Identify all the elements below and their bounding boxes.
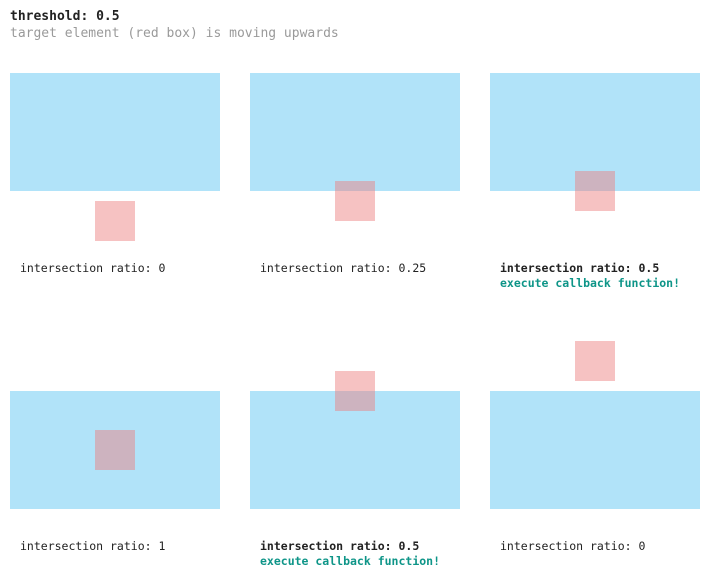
ratio-text: intersection ratio: 1	[20, 539, 166, 553]
panel-1: intersection ratio: 0	[10, 73, 230, 283]
target-box	[575, 171, 615, 211]
callback-text: execute callback function!	[260, 554, 441, 568]
ratio-caption: intersection ratio: 0.25	[260, 261, 426, 276]
threshold-title: threshold: 0.5	[10, 9, 120, 24]
panel-4: intersection ratio: 1	[10, 341, 230, 561]
root-box	[10, 73, 220, 191]
ratio-text: intersection ratio: 0.25	[260, 261, 427, 275]
ratio-text: intersection ratio: 0	[500, 539, 646, 553]
root-box	[250, 391, 460, 509]
diagram-subtitle: target element (red box) is moving upwar…	[10, 26, 339, 41]
panel-5: intersection ratio: 0.5 execute callback…	[250, 341, 470, 571]
ratio-text: intersection ratio: 0.5	[260, 539, 420, 553]
ratio-caption: intersection ratio: 0.5 execute callback…	[500, 261, 680, 291]
ratio-text: intersection ratio: 0.5	[500, 261, 660, 275]
panel-3: intersection ratio: 0.5 execute callback…	[490, 73, 710, 293]
ratio-caption: intersection ratio: 0	[20, 261, 165, 276]
panel-2: intersection ratio: 0.25	[250, 73, 470, 283]
target-box	[95, 201, 135, 241]
ratio-caption: intersection ratio: 0.5 execute callback…	[260, 539, 440, 569]
root-box	[10, 391, 220, 509]
ratio-caption: intersection ratio: 1	[20, 539, 165, 554]
root-box	[490, 73, 700, 191]
root-box	[250, 73, 460, 191]
target-box	[95, 430, 135, 470]
panel-6: intersection ratio: 0	[490, 341, 710, 561]
callback-text: execute callback function!	[500, 276, 681, 290]
target-box	[335, 181, 375, 221]
target-box	[575, 341, 615, 381]
ratio-caption: intersection ratio: 0	[500, 539, 645, 554]
ratio-text: intersection ratio: 0	[20, 261, 166, 275]
root-box	[490, 391, 700, 509]
target-box	[335, 371, 375, 411]
